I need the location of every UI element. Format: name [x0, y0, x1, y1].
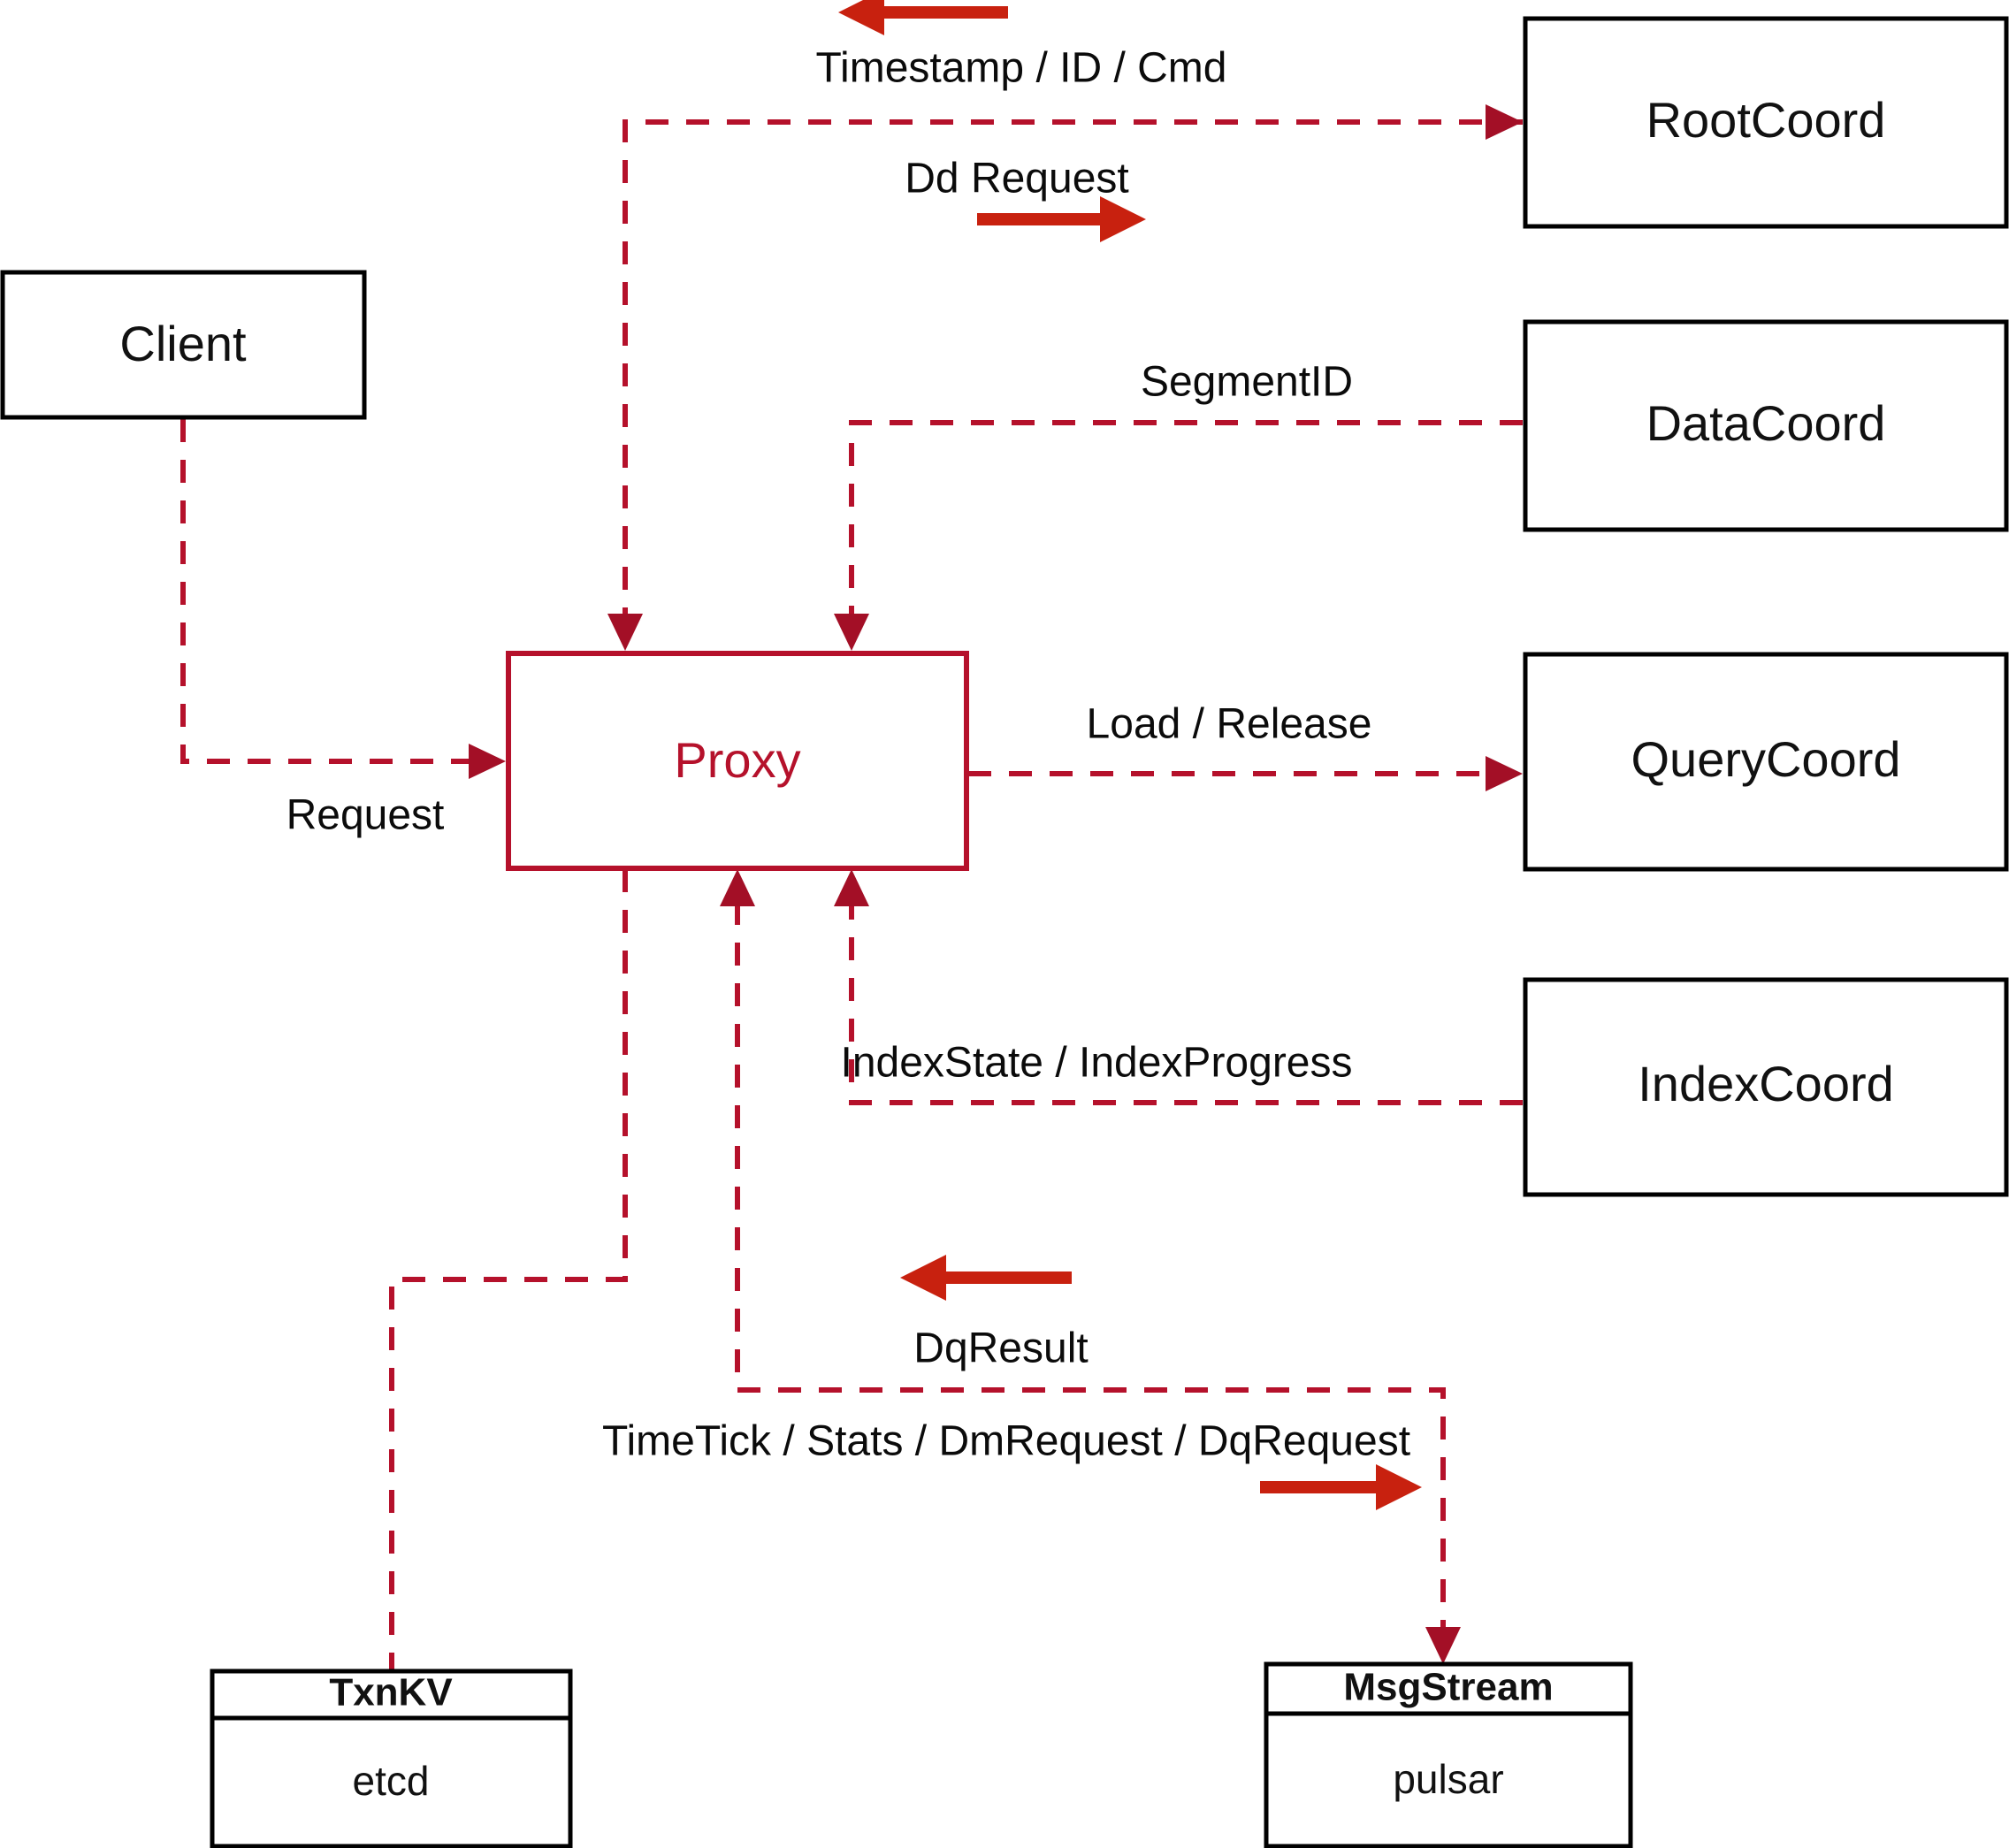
edge-label-dqresult: DqResult [913, 1325, 1088, 1372]
node-txnkv-label: TxnKV [329, 1671, 453, 1714]
edge-path [180, 419, 482, 764]
node-rootcoord-box[interactable] [1523, 16, 2009, 229]
node-rootcoord-label: RootCoord [1646, 92, 1886, 148]
direction-arrow-timetick [1260, 1464, 1422, 1510]
arrowhead-icon [1486, 104, 1523, 140]
direction-arrow-dd-request [977, 196, 1146, 242]
edge-label-load-release: Load / Release [1087, 701, 1372, 748]
edge-proxy-to-rootcoord-head [1486, 104, 1523, 140]
direction-arrow-dqresult [900, 1255, 1072, 1301]
edge-proxy-to-txnkv [389, 869, 628, 1671]
node-txnkv-box[interactable] [210, 1669, 573, 1848]
direction-arrow-timestamp [838, 0, 1008, 35]
edge-path [389, 869, 628, 1671]
arrowhead-icon [834, 614, 869, 651]
node-msgstream[interactable]: MsgStream pulsar [1264, 1661, 1633, 1848]
edge-path [735, 902, 1446, 1631]
arrow-head-icon [900, 1255, 946, 1301]
edge-datacoord-to-proxy [834, 420, 1523, 651]
node-client-box[interactable] [0, 270, 367, 420]
node-datacoord[interactable]: DataCoord [1523, 319, 2009, 532]
node-rootcoord[interactable]: RootCoord [1523, 16, 2009, 229]
edge-path [849, 420, 1523, 619]
edge-proxy-to-querycoord [968, 756, 1523, 791]
arrowhead-icon [1486, 756, 1523, 791]
arrowhead-icon [720, 869, 755, 906]
edge-label-timetick-stats: TimeTick / Stats / DmRequest / DqRequest [602, 1418, 1410, 1465]
node-indexcoord-label: IndexCoord [1638, 1056, 1894, 1111]
arrow-head-icon [838, 0, 884, 35]
edge-rootcoord-to-proxy [607, 119, 1523, 651]
arrow-head-icon [1376, 1464, 1422, 1510]
node-datacoord-label: DataCoord [1646, 395, 1886, 451]
edge-path [623, 119, 1523, 619]
edge-label-dd-request: Dd Request [905, 156, 1128, 202]
edge-label-index-state-progress: IndexState / IndexProgress [841, 1040, 1353, 1087]
node-indexcoord[interactable]: IndexCoord [1523, 977, 2009, 1197]
edge-label-timestamp-id-cmd: Timestamp / ID / Cmd [816, 45, 1227, 92]
arrow-head-icon [1100, 196, 1146, 242]
node-querycoord[interactable]: QueryCoord [1523, 652, 2009, 872]
node-client-label: Client [119, 316, 247, 371]
arrowhead-icon [1425, 1627, 1461, 1664]
node-proxy-label: Proxy [674, 732, 800, 788]
node-querycoord-label: QueryCoord [1631, 731, 1900, 787]
node-txnkv-sublabel: etcd [353, 1758, 430, 1804]
arrowhead-icon [469, 744, 506, 779]
node-client[interactable]: Client [0, 270, 367, 420]
node-proxy[interactable]: Proxy [506, 651, 969, 871]
arrowhead-icon [607, 614, 643, 651]
node-proxy-box[interactable] [506, 651, 969, 871]
node-datacoord-box[interactable] [1523, 319, 2009, 532]
edge-indexcoord-to-proxy [834, 869, 1523, 1105]
edge-label-segment-id: SegmentID [1141, 359, 1353, 406]
arrowhead-icon [834, 869, 869, 906]
edge-label-request: Request [286, 792, 445, 839]
edge-msgstream-to-proxy [720, 869, 1461, 1664]
node-msgstream-sublabel: pulsar [1393, 1756, 1503, 1802]
edge-path [849, 902, 1523, 1105]
node-msgstream-label: MsgStream [1343, 1666, 1553, 1709]
node-txnkv[interactable]: TxnKV etcd [210, 1669, 573, 1848]
node-indexcoord-box[interactable] [1523, 977, 2009, 1197]
node-querycoord-box[interactable] [1523, 652, 2009, 872]
edge-client-to-proxy [180, 419, 506, 779]
node-msgstream-box[interactable] [1264, 1661, 1633, 1848]
